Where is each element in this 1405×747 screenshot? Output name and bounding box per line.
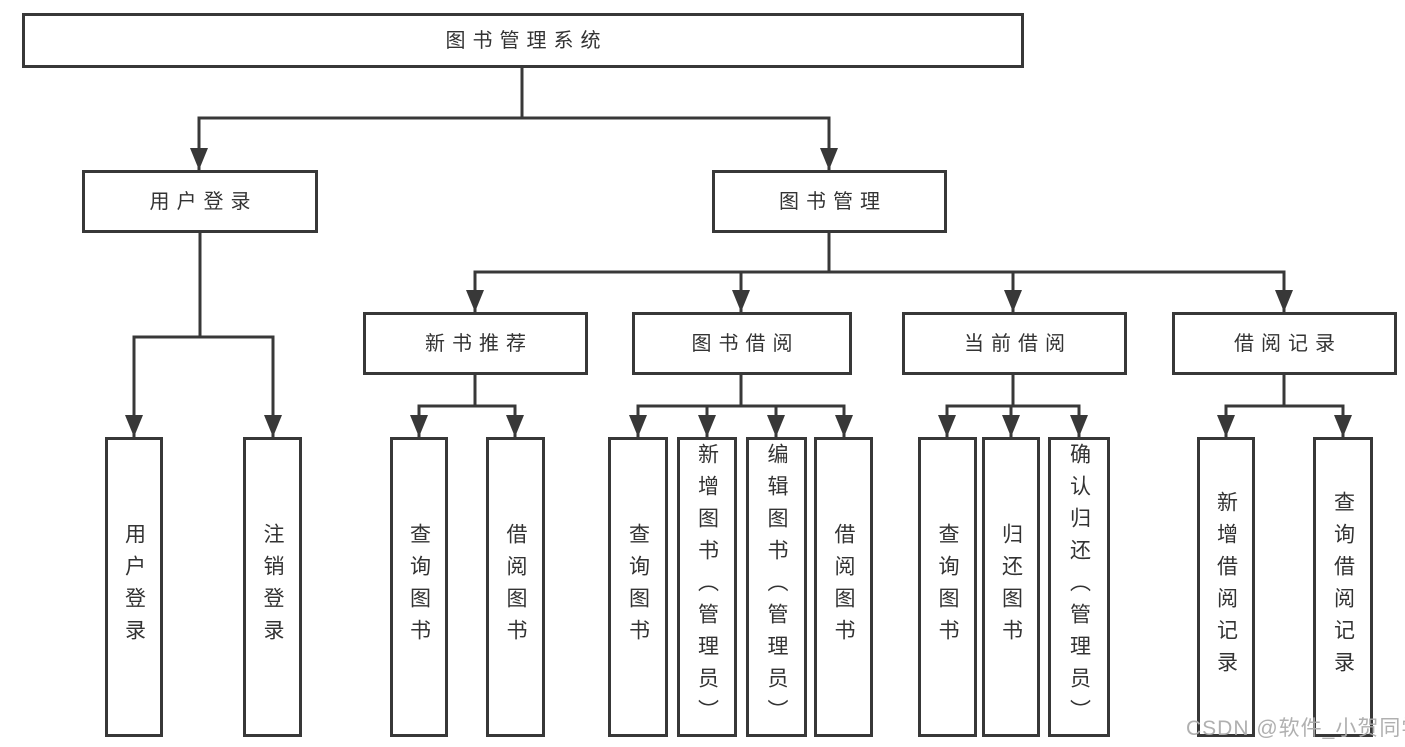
leaf-user-login: 用户登录 [105,437,163,737]
node-book-management-label: 图书管理 [779,190,887,213]
node-root: 图书管理系统 [22,13,1024,68]
node-root-label: 图书管理系统 [445,29,608,52]
node-new-book-recommend: 新书推荐 [363,312,588,375]
node-user-login: 用户登录 [82,170,318,233]
node-current-borrow-label: 当前借阅 [964,332,1072,355]
node-user-login-label: 用户登录 [149,190,258,213]
leaf-borrow-books-2: 借阅图书 [814,437,873,737]
leaf-borrow-books-1: 借阅图书 [486,437,545,737]
node-book-borrow: 图书借阅 [632,312,852,375]
leaf-query-borrow-record: 查询借阅记录 [1313,437,1373,737]
node-book-borrow-label: 图书借阅 [691,332,800,355]
node-borrow-records-label: 借阅记录 [1234,332,1342,355]
node-borrow-records: 借阅记录 [1172,312,1397,375]
leaf-logout: 注销登录 [243,437,302,737]
leaf-return-books: 归还图书 [982,437,1040,737]
node-book-management: 图书管理 [712,170,947,233]
leaf-add-books-admin: 新增图书（管理员） [677,437,737,737]
node-new-book-recommend-label: 新书推荐 [425,332,533,355]
csdn-watermark: CSDN @软件_小贺同学 [1186,717,1405,740]
leaf-edit-books-admin: 编辑图书（管理员） [746,437,807,737]
leaf-query-books-1: 查询图书 [390,437,448,737]
node-current-borrow: 当前借阅 [902,312,1127,375]
leaf-query-books-2: 查询图书 [608,437,668,737]
leaf-confirm-return-admin: 确认归还（管理员） [1048,437,1110,737]
leaf-query-books-3: 查询图书 [918,437,977,737]
leaf-add-borrow-record: 新增借阅记录 [1197,437,1255,737]
tree-spines [132,66,1345,408]
